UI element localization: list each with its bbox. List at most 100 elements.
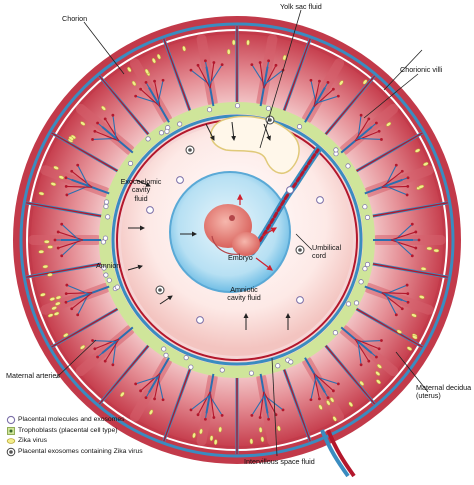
placental-exosome [103,272,109,278]
zika-virus-particle [192,432,196,439]
placental-exosome [345,163,351,169]
zika-virus-particle [151,57,156,64]
placental-exosome [145,136,151,142]
villus-tree [189,59,224,107]
placental-exosome [163,352,169,358]
zika-virus-particle [249,438,254,445]
zika-virus-particle [246,39,250,46]
placental-exosome [234,103,241,109]
villus-tree [340,326,383,367]
zika-virus-particle [42,264,49,269]
zika-virus-particle [433,248,440,253]
zika-virus-particle [232,39,236,46]
label-umbilical-cord: Umbilical cord [312,243,342,261]
maternal-artery-core [370,262,448,278]
zika-virus-particle [55,301,61,306]
zika-virus-particle [377,364,382,369]
chorion-blue-ring [111,114,363,366]
zika-virus-particle [418,184,425,189]
zika-virus-particle [47,245,54,249]
legend-label: Zika virus [18,437,48,444]
villus-tree [304,78,340,123]
zika-virus-particle [375,371,381,376]
zika-virus-particle [144,68,149,75]
zika-virus-particle [101,105,106,111]
transport-arrows [127,121,291,330]
zika-virus-particle [406,346,413,351]
zika-virus-particle [63,333,69,338]
zika-virus-particle [218,426,222,433]
maternal-artery-core [370,202,448,218]
zika-virus-particle [182,45,186,52]
villus-tree [134,357,170,402]
zika-virus-particle [127,66,132,73]
maternal-artery-core [51,307,120,348]
zika-exosome-icon [6,447,16,456]
maternal-artery-core [98,343,151,405]
zika-virus-particle [348,401,354,407]
placental-exosome [219,367,225,373]
zika-virus-particle [58,175,65,180]
umbilical-cord [248,146,322,256]
placental-exosome [288,359,294,365]
zika-virus-particle [277,425,281,432]
placental-exosome [188,364,194,370]
zika-virus-particle [50,182,57,186]
molecule-icon [6,415,16,425]
villus-tree [64,283,110,317]
zika-virus-particle [411,313,417,318]
chorionic-villi [53,59,421,421]
villus-tree [340,113,383,154]
placental-exosome [177,121,183,127]
placental-exosome [362,204,368,210]
villus-tree [91,326,134,367]
trophoblast-icon [7,426,15,435]
placental-exosome [364,214,371,220]
zika-virus-particle [209,435,214,442]
zika-virus-particle [131,80,137,87]
placental-molecule [296,296,304,304]
legend-item-zika: Zika virus [6,436,206,447]
maternal-artery-core [354,132,423,173]
zika-virus-particle [332,416,337,422]
maternal-artery-core [26,202,104,218]
placental-exosome [114,284,120,290]
zika-virus-icon [6,438,16,444]
legend-item-zika-exosome: Placental exosomes containing Zika virus [6,447,206,458]
placental-exosome [345,301,352,307]
placental-exosome [164,128,170,134]
villus-tree [91,113,134,154]
leader-lines [55,9,429,457]
zika-virus-particle [359,380,365,386]
placental-exosome [248,370,254,376]
label-amnion: Amnion [96,261,121,270]
placental-exosome [353,300,360,306]
zika-virus-particle [318,404,323,410]
label-maternal-arteries: Maternal arteries [6,371,60,380]
fetal-flow-arrows [237,193,278,271]
zika-virus-particle [68,136,74,141]
placental-exosome [106,277,112,283]
zika-virus-particle [80,121,86,126]
placental-molecule [146,206,154,214]
zika-virus-particle [362,79,368,85]
maternal-artery-core [163,38,192,113]
villus-tree [364,283,410,317]
placental-exosome [265,105,271,111]
zika-virus-particle [156,53,161,60]
zika-virus-particle [227,48,231,55]
zika-virus-particle [43,239,50,244]
placental-exosome [101,265,107,271]
zika-virus-particle [414,148,421,153]
zika-virus-particle [38,191,45,196]
zika-virus-particle [426,246,433,251]
zika-exosome-core [158,288,162,292]
zika-virus-particle [40,292,46,297]
maternal-artery-core [354,307,423,348]
zika-virus-particle [53,311,60,316]
placental-exosome [103,199,110,205]
label-maternal-decidua: Maternal decidua (uterus) [416,383,472,401]
placental-exosome [103,203,109,209]
zika-virus-particle [376,379,381,385]
